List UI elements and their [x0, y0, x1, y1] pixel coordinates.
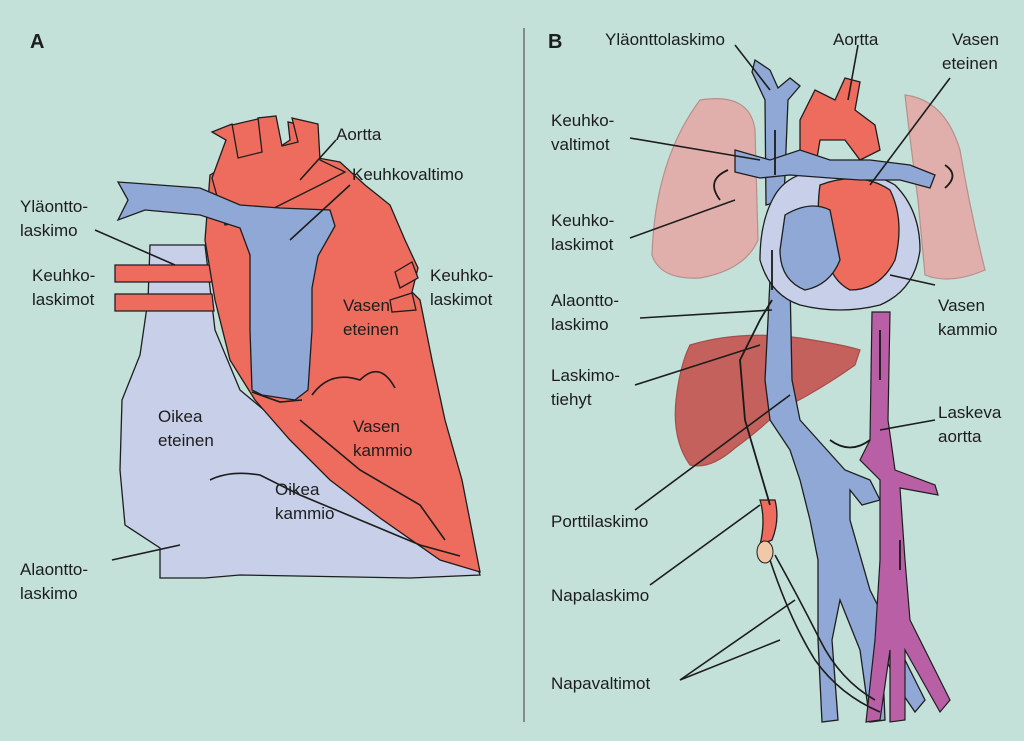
panel-b-letter: B — [548, 31, 562, 53]
label-vasen-eteinen-b-2: eteinen — [942, 54, 998, 73]
label-vasen-kammio-b-1: Vasen — [938, 296, 985, 315]
label-vasen-kammio-b-2: kammio — [938, 320, 998, 339]
label-napavaltimot: Napavaltimot — [551, 674, 650, 693]
label-aortta-a: Aortta — [336, 125, 382, 144]
label-ylaontto-a-2: laskimo — [20, 221, 78, 240]
label-keuhkovaltimot-2: valtimot — [551, 135, 610, 154]
label-laskimotiehyt-1: Laskimo- — [551, 366, 620, 385]
label-vasen-eteinen-a-1: Vasen — [343, 296, 390, 315]
label-keuhkolaskimot-left-2: laskimot — [32, 290, 95, 309]
label-oikea-kammio-2: kammio — [275, 504, 335, 523]
label-vasen-kammio-a-2: kammio — [353, 441, 413, 460]
label-keuhkovaltimot-1: Keuhko- — [551, 111, 614, 130]
label-laskeva-aortta-2: aortta — [938, 427, 982, 446]
panel-a-letter: A — [30, 31, 44, 53]
label-vasen-eteinen-b-1: Vasen — [952, 30, 999, 49]
label-oikea-eteinen-2: eteinen — [158, 431, 214, 450]
label-vasen-kammio-a-1: Vasen — [353, 417, 400, 436]
label-porttilaskimo: Porttilaskimo — [551, 512, 648, 531]
label-vasen-eteinen-a-2: eteinen — [343, 320, 399, 339]
label-alaontto-a-2: laskimo — [20, 584, 78, 603]
label-ylaonttolaskimo: Yläonttolaskimo — [605, 30, 725, 49]
label-keuhkolaskimot-b-1: Keuhko- — [551, 211, 614, 230]
label-keuhkovaltimo-a: Keuhkovaltimo — [352, 165, 464, 184]
label-ylaontto-a-1: Yläontto- — [20, 197, 88, 216]
label-alaontto-b-1: Alaontto- — [551, 291, 619, 310]
label-oikea-kammio-1: Oikea — [275, 480, 320, 499]
label-keuhkolaskimot-left-1: Keuhko- — [32, 266, 95, 285]
label-keuhkolaskimot-b-2: laskimot — [551, 235, 614, 254]
label-napalaskimo: Napalaskimo — [551, 586, 649, 605]
label-alaontto-b-2: laskimo — [551, 315, 609, 334]
label-aortta-b: Aortta — [833, 30, 879, 49]
pulmonary-vein-left-upper — [115, 265, 212, 282]
label-keuhkolaskimot-right-1: Keuhko- — [430, 266, 493, 285]
label-keuhkolaskimot-right-2: laskimot — [430, 290, 493, 309]
umbilicus — [757, 541, 773, 563]
label-laskeva-aortta-1: Laskeva — [938, 403, 1002, 422]
label-laskimotiehyt-2: tiehyt — [551, 390, 592, 409]
label-alaontto-a-1: Alaontto- — [20, 560, 88, 579]
label-oikea-eteinen-1: Oikea — [158, 407, 203, 426]
pulmonary-vein-left-lower — [115, 294, 214, 311]
